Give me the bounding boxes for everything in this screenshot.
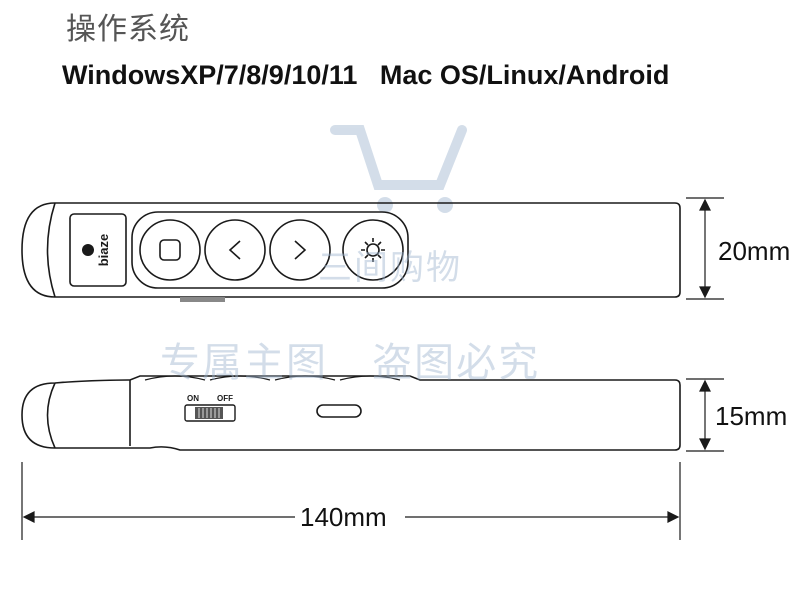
switch-off-label: OFF (217, 394, 233, 403)
biaze-logo: biaze (82, 234, 111, 267)
power-switch: ON OFF (184, 394, 236, 422)
os-heading: 操作系统 (66, 12, 190, 47)
chevron-left-icon (228, 240, 241, 260)
next-button (269, 219, 331, 281)
length-dimension (21, 462, 681, 540)
length-label: 140mm (300, 502, 387, 533)
presenter-side-view (21, 375, 681, 451)
brand-label: biaze (96, 234, 111, 267)
stop-icon (159, 239, 181, 261)
sun-icon (361, 238, 385, 262)
usb-c-port (316, 404, 362, 418)
switch-on-label: ON (187, 394, 199, 403)
chevron-right-icon (294, 240, 307, 260)
height-dimension-side (686, 378, 724, 452)
presenter-top-view (21, 202, 681, 302)
height-dimension-top (686, 197, 724, 300)
height-label-top: 20mm (718, 236, 791, 267)
os-compatibility-list: WindowsXP/7/8/9/10/11 Mac OS/Linux/Andro… (62, 60, 670, 90)
square-button (139, 219, 201, 281)
watermark-cart-icon (330, 125, 467, 213)
height-label-side: 15mm (715, 401, 788, 432)
prev-button (204, 219, 266, 281)
laser-button (342, 219, 404, 281)
